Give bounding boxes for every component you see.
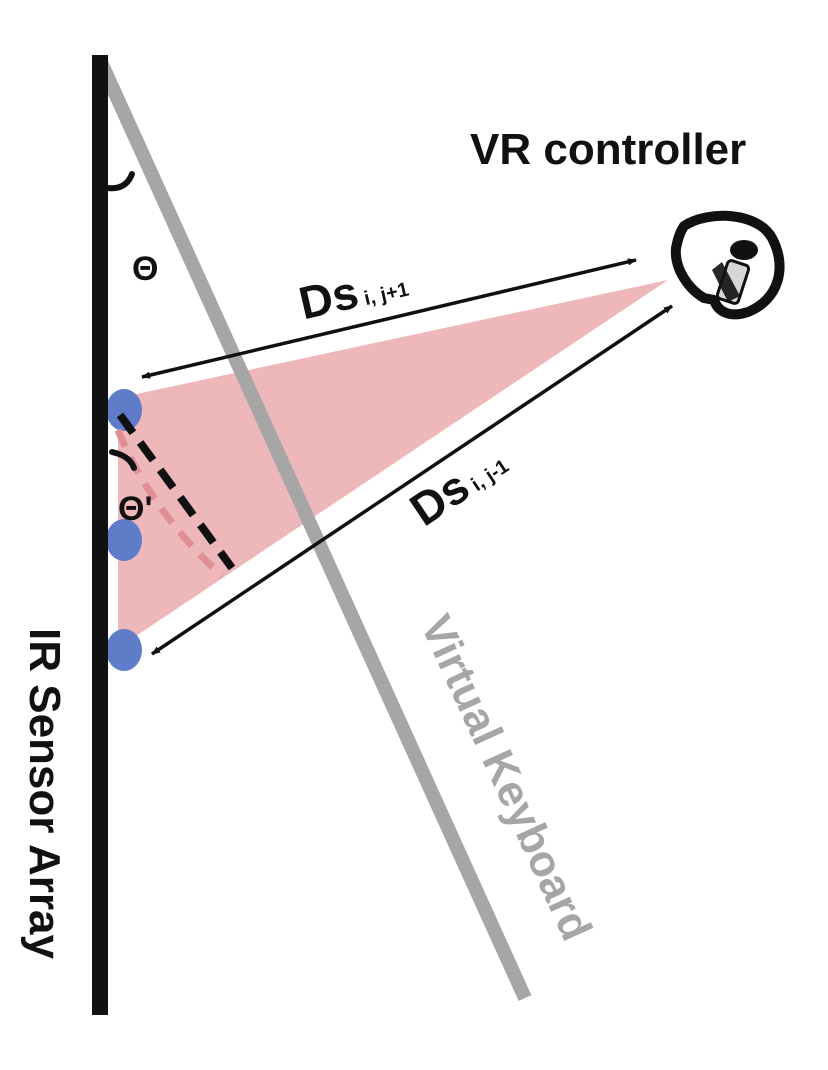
vr-controller-icon: [670, 210, 785, 320]
ir-sensor-array-label: IR Sensor Array: [20, 628, 69, 959]
ds-upper-subscript: i, j+1: [362, 279, 411, 311]
ds-lower-subscript: i, j-1: [468, 455, 513, 496]
ds-lower-arrow: [151, 304, 673, 656]
ds-lower-main: Ds: [400, 460, 478, 536]
ir-beam: [118, 280, 668, 648]
virtual-keyboard-label: Virtual Keyboard: [411, 608, 601, 948]
ds-upper-main: Ds: [294, 265, 363, 329]
sensor-dot-upper: [106, 389, 142, 431]
theta-prime-label: Θ': [118, 490, 153, 528]
vr-controller-label: VR controller: [470, 125, 746, 174]
sensor-dot-middle: [106, 519, 142, 561]
theta-prime-arc: [109, 449, 137, 471]
sensor-dot-lower: [106, 629, 142, 671]
theta-label: Θ: [132, 250, 158, 288]
theta-arc: [105, 171, 135, 192]
